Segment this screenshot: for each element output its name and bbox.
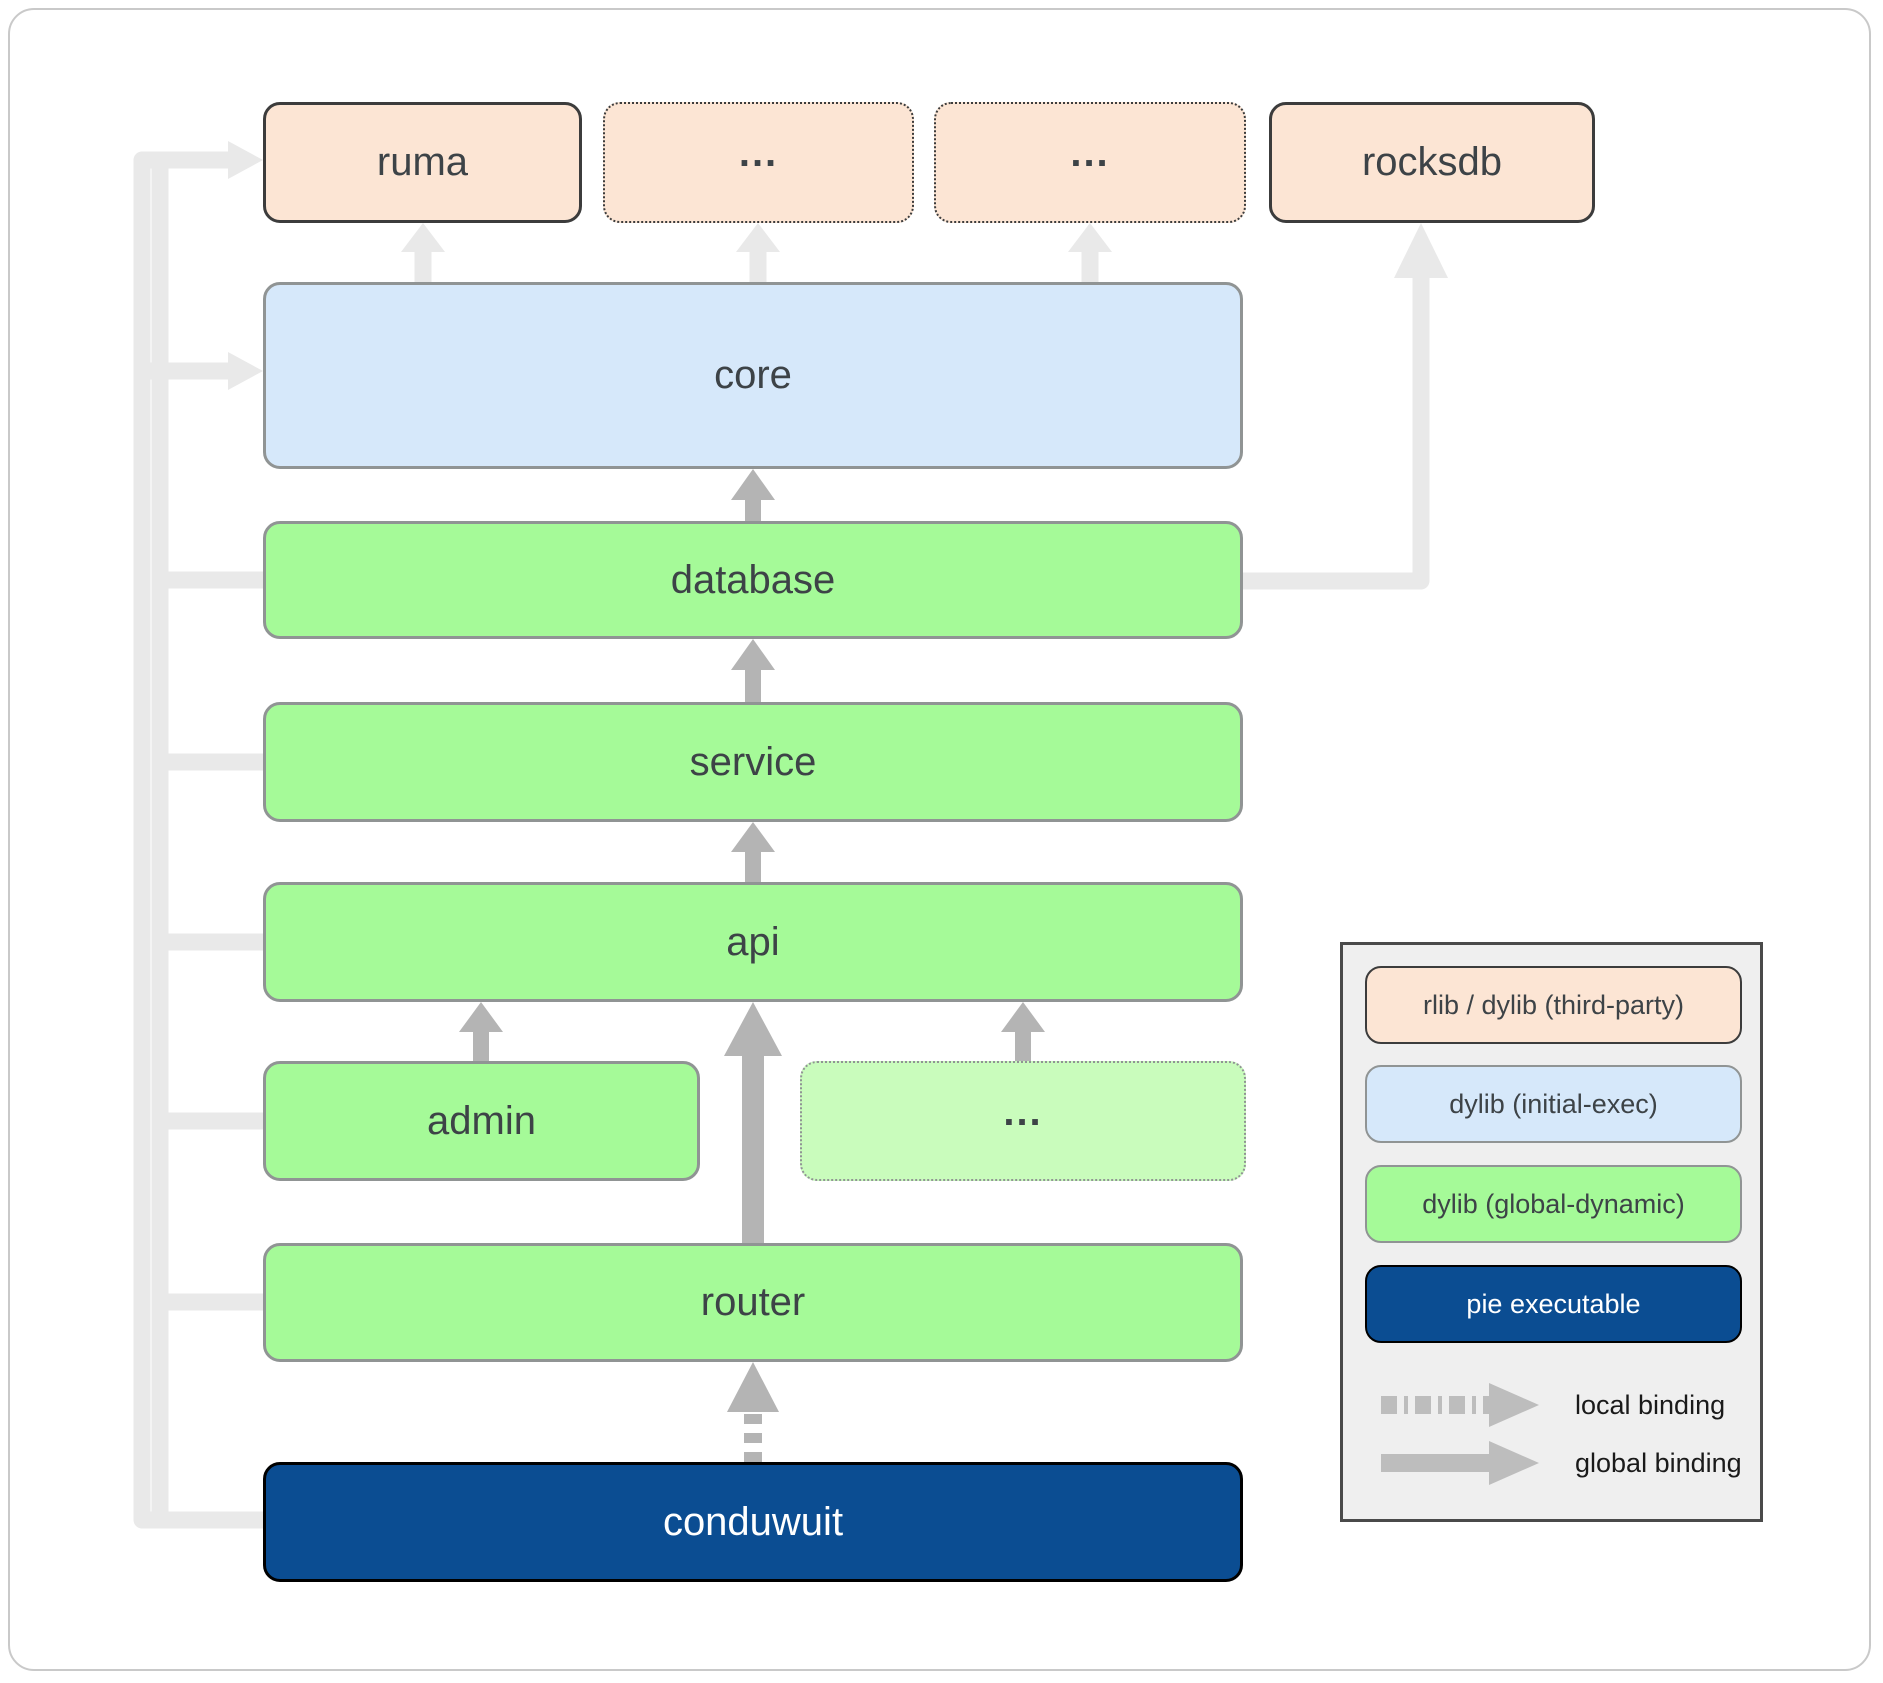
arrowhead-database-to-core [731, 469, 775, 500]
legend-binding-local-label: local binding [1575, 1389, 1726, 1420]
node-ruma: ruma [263, 102, 582, 223]
arrowhead-api-to-service [731, 822, 775, 852]
node-admin: admin [263, 1061, 700, 1181]
node-dots-top-1: ... [603, 102, 914, 223]
page-border [8, 8, 1871, 1671]
node-api: api [263, 882, 1243, 1002]
node-dots-top-2-label: ... [1070, 131, 1110, 175]
node-rocksdb: rocksdb [1269, 102, 1595, 223]
arrowhead-into-ruma-left [228, 141, 263, 179]
arrowhead-admin-to-api [459, 1002, 503, 1032]
global-binding-arrow-icon [1381, 1441, 1539, 1485]
legend-item-third-party: rlib / dylib (third-party) [1365, 966, 1742, 1044]
node-dots-top-1-label: ... [738, 131, 779, 175]
legend-item-third-party-label: rlib / dylib (third-party) [1422, 989, 1685, 1020]
node-conduwuit-label: conduwuit [662, 1499, 844, 1544]
legend-item-initial-exec: dylib (initial-exec) [1365, 1065, 1742, 1143]
node-dots-mid-label: ... [1003, 1089, 1043, 1134]
node-dots-top-2: ... [934, 102, 1246, 223]
arrowhead-conduwuit-to-router [727, 1362, 779, 1412]
node-service-label: service [689, 739, 817, 784]
node-core: core [263, 282, 1243, 469]
legend-item-pie-executable: pie executable [1365, 1265, 1742, 1343]
node-service: service [263, 702, 1243, 822]
arrowhead-router-to-api [724, 1002, 782, 1056]
node-core-label: core [714, 353, 792, 397]
legend: rlib / dylib (third-party) dylib (initia… [1340, 942, 1763, 1522]
node-database: database [263, 521, 1243, 639]
arrowhead-service-to-database [731, 639, 775, 670]
node-api-label: api [726, 919, 780, 964]
legend-binding-global: global binding [1343, 1438, 1766, 1488]
node-admin-label: admin [427, 1098, 536, 1143]
node-dots-mid: ... [800, 1061, 1246, 1181]
legend-item-pie-executable-label: pie executable [1466, 1288, 1641, 1319]
node-router: router [263, 1243, 1243, 1362]
arrowhead-dots-to-api [1001, 1002, 1045, 1032]
node-conduwuit: conduwuit [263, 1462, 1243, 1582]
arrowhead-core-to-dots1 [736, 223, 780, 252]
local-binding-arrow-icon [1381, 1383, 1539, 1427]
legend-item-global-dynamic-label: dylib (global-dynamic) [1422, 1188, 1685, 1219]
arrowhead-into-core-left [228, 352, 263, 390]
node-database-label: database [670, 557, 836, 602]
legend-item-initial-exec-label: dylib (initial-exec) [1449, 1088, 1658, 1119]
node-rocksdb-label: rocksdb [1361, 140, 1503, 184]
legend-binding-local: local binding [1343, 1380, 1766, 1430]
arrowhead-database-to-rocksdb [1394, 223, 1448, 278]
node-ruma-label: ruma [376, 140, 469, 184]
arrow-conduwuit-to-ruma-trunk [133, 151, 263, 1529]
arrowhead-core-to-dots2 [1068, 223, 1112, 252]
arrowhead-core-to-ruma [401, 223, 445, 252]
arrow-database-to-rocksdb-elbow [1243, 276, 1430, 590]
node-router-label: router [700, 1280, 806, 1324]
legend-item-global-dynamic: dylib (global-dynamic) [1365, 1165, 1742, 1243]
legend-binding-global-label: global binding [1575, 1447, 1742, 1478]
